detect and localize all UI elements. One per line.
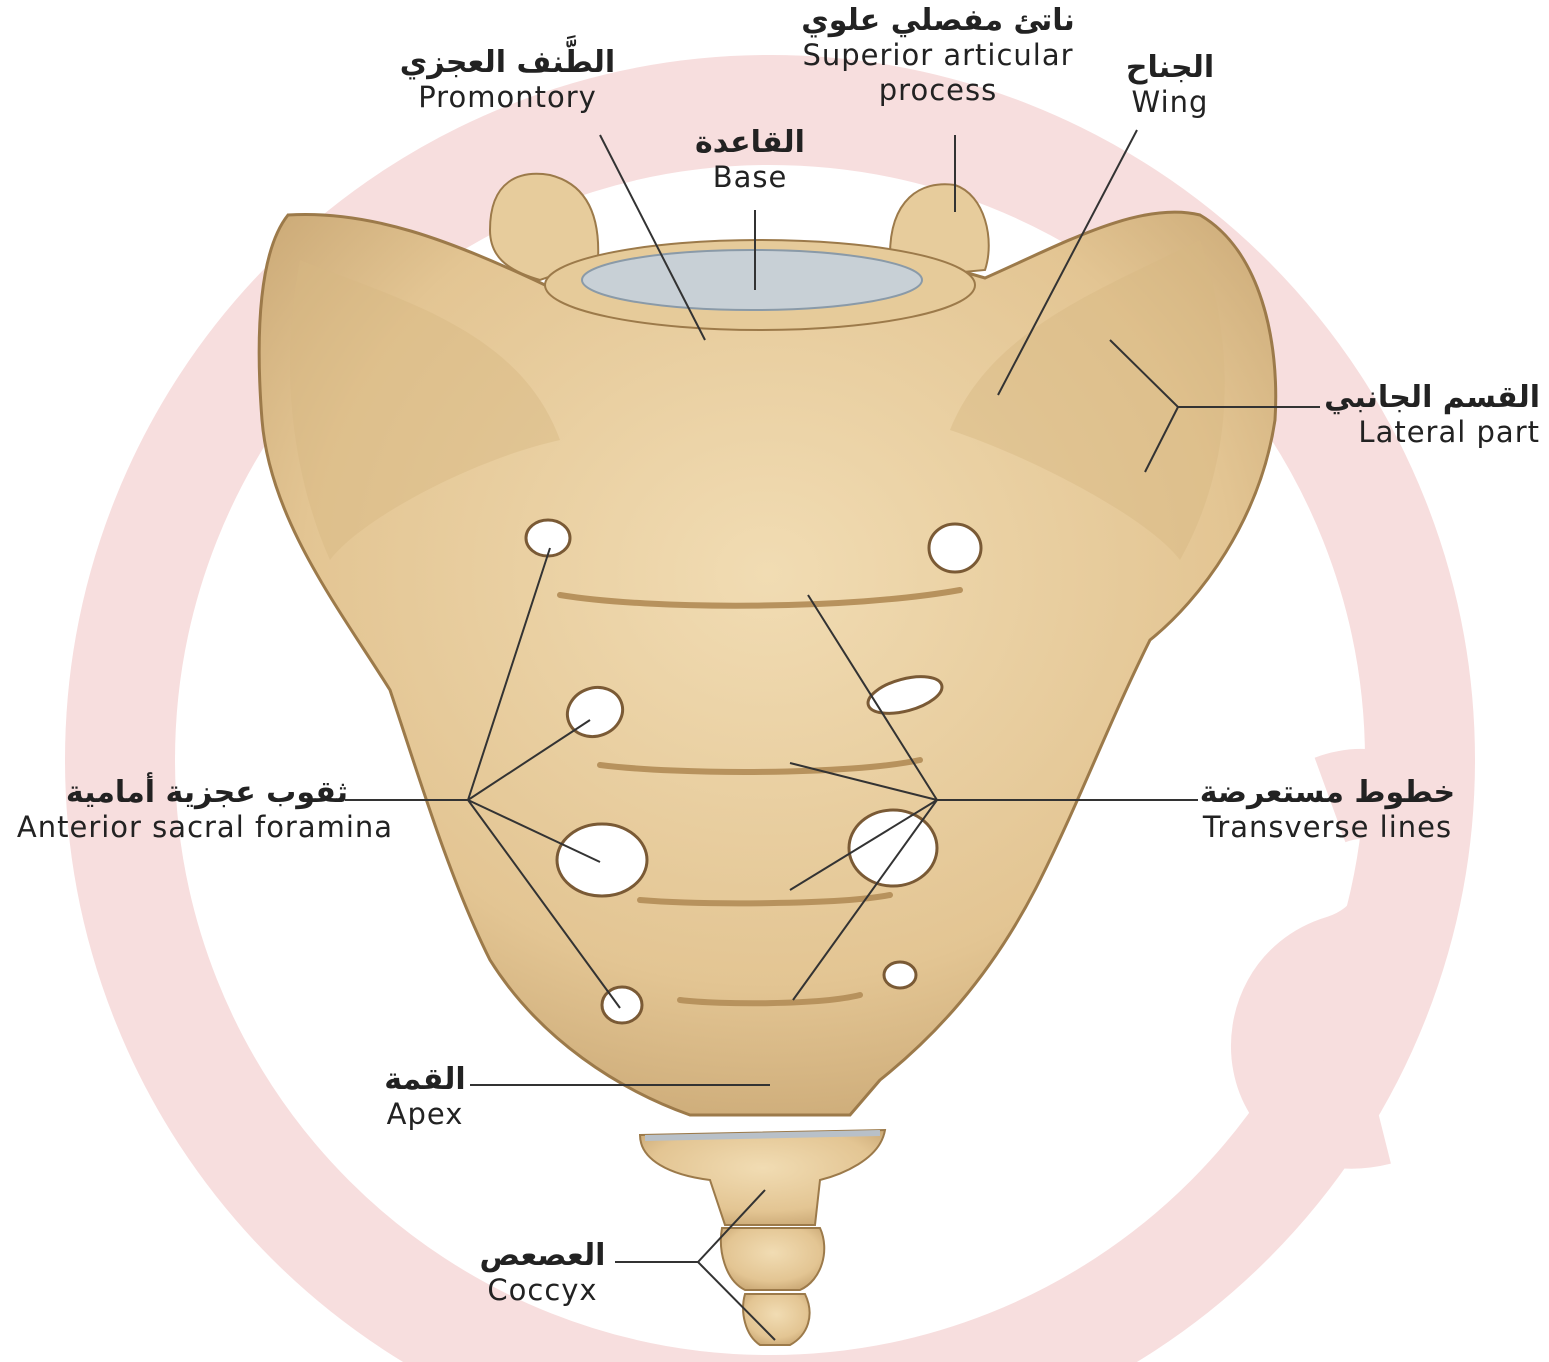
label-asf-en: Anterior sacral foramina	[0, 810, 410, 844]
base-surface	[545, 240, 975, 330]
label-coccyx-ar: العصعص	[460, 1238, 625, 1273]
label-coccyx-en: Coccyx	[460, 1273, 625, 1307]
label-apex-en: Apex	[365, 1097, 485, 1131]
label-promontory-en: Promontory	[395, 80, 620, 114]
label-sap-en-1: Superior articular	[778, 38, 1098, 72]
coccyx-bone	[640, 1130, 885, 1345]
label-coccyx: العصعص Coccyx	[460, 1238, 625, 1308]
label-tl-en: Transverse lines	[1185, 810, 1470, 844]
label-lateral-part-ar: القسم الجانبي	[1300, 380, 1540, 415]
label-promontory: الطَّنف العجزي Promontory	[395, 45, 620, 115]
label-sap-en-2: process	[778, 73, 1098, 107]
label-wing-ar: الجناح	[1100, 50, 1240, 85]
label-asf-ar: ثقوب عجزية أمامية	[0, 775, 410, 810]
label-lateral-part-en: Lateral part	[1300, 415, 1540, 449]
label-apex-ar: القمة	[365, 1062, 485, 1097]
label-sap-ar: ناتئ مفصلي علوي	[778, 3, 1098, 38]
label-superior-articular-process: ناتئ مفصلي علوي Superior articular proce…	[778, 3, 1098, 107]
label-apex: القمة Apex	[365, 1062, 485, 1132]
label-wing: الجناح Wing	[1100, 50, 1240, 120]
label-transverse-lines: خطوط مستعرضة Transverse lines	[1185, 775, 1470, 845]
label-anterior-sacral-foramina: ثقوب عجزية أمامية Anterior sacral forami…	[0, 775, 410, 845]
label-base: القاعدة Base	[660, 125, 840, 195]
label-promontory-ar: الطَّنف العجزي	[395, 45, 620, 80]
label-base-en: Base	[660, 160, 840, 194]
label-lateral-part: القسم الجانبي Lateral part	[1300, 380, 1540, 450]
label-tl-ar: خطوط مستعرضة	[1185, 775, 1470, 810]
label-base-ar: القاعدة	[660, 125, 840, 160]
label-wing-en: Wing	[1100, 85, 1240, 119]
